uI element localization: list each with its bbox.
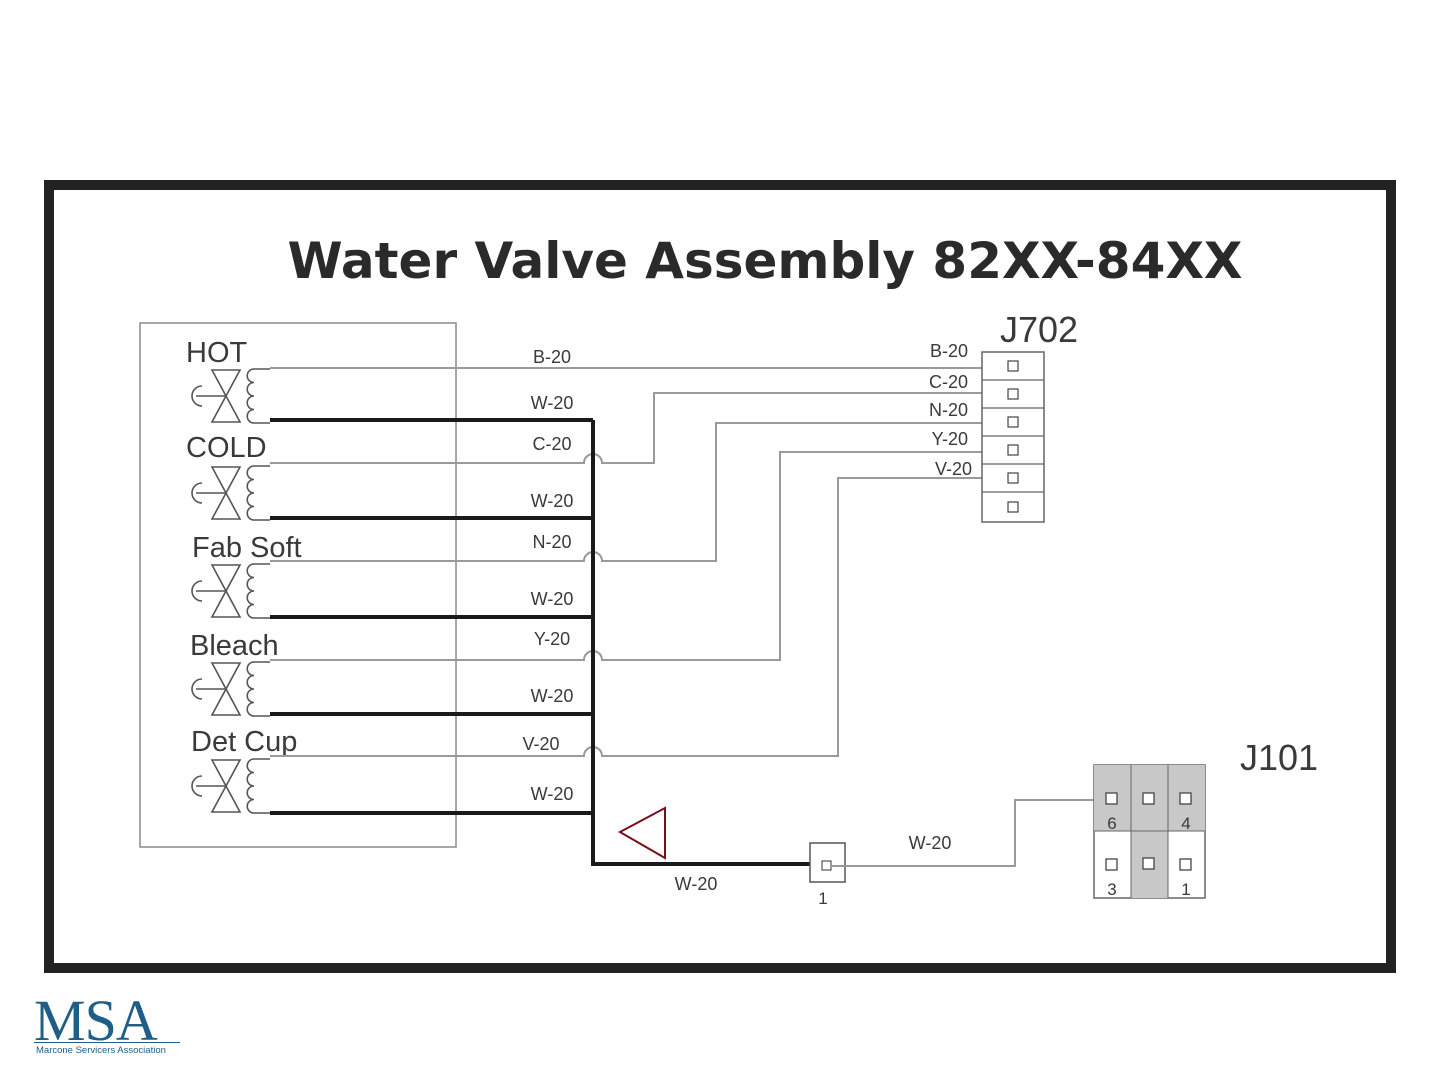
j101-pin-icon [1143, 793, 1154, 804]
return-wire-label: W-20 [531, 686, 574, 706]
valve-label: Det Cup [191, 726, 297, 758]
signal-wire-label: Y-20 [534, 629, 570, 649]
j101-pin-icon [1180, 793, 1191, 804]
msa-logo: MSA Marcone Servicers Association [34, 992, 184, 1072]
j702-pin-label: Y-20 [932, 429, 968, 449]
j101-label: J101 [1240, 737, 1318, 778]
j101-pin-number: 6 [1107, 814, 1116, 833]
j702-label: J702 [1000, 309, 1078, 350]
signal-wire-label: C-20 [532, 434, 571, 454]
j702-pin-icon [1008, 445, 1018, 455]
j702-pin-icon [1008, 473, 1018, 483]
splice-pin-icon [822, 861, 831, 870]
j101-pin-icon [1143, 858, 1154, 869]
j702-pin-icon [1008, 417, 1018, 427]
j101-pin-number: 1 [1181, 880, 1190, 899]
return-wire-label: W-20 [531, 393, 574, 413]
feed-wire-label: W-20 [909, 833, 952, 853]
j702-pin-label: C-20 [929, 372, 968, 392]
splice-pin-label: 1 [818, 889, 827, 908]
return-wire-label: W-20 [531, 589, 574, 609]
bus-wire-label: W-20 [675, 874, 718, 894]
j702-pin-icon [1008, 361, 1018, 371]
valve-label: HOT [186, 337, 248, 369]
j702-pin-label: V-20 [935, 459, 972, 479]
logo-subtitle: Marcone Servicers Association [36, 1045, 166, 1056]
return-wire-label: W-20 [531, 491, 574, 511]
j101-pin-number: 4 [1181, 814, 1190, 833]
signal-wire-label: V-20 [522, 734, 559, 754]
j702-pin-label: N-20 [929, 400, 968, 420]
j702-pin-label: B-20 [930, 341, 968, 361]
j101-pin-number: 3 [1107, 880, 1116, 899]
return-wire-label: W-20 [531, 784, 574, 804]
logo-rule [34, 1042, 180, 1043]
j101-pin-icon [1106, 859, 1117, 870]
valve-label: COLD [186, 432, 267, 464]
valve-label: Fab Soft [192, 532, 302, 564]
j702-connector [982, 352, 1044, 522]
valve-label: Bleach [190, 630, 279, 662]
j101-pin-icon [1106, 793, 1117, 804]
j702-pin-icon [1008, 502, 1018, 512]
signal-wire-label: N-20 [532, 532, 571, 552]
signal-wire-label: B-20 [533, 347, 571, 367]
j101-pin-icon [1180, 859, 1191, 870]
j702-pin-icon [1008, 389, 1018, 399]
diagram-title: Water Valve Assembly 82XX-84XX [288, 232, 1243, 290]
